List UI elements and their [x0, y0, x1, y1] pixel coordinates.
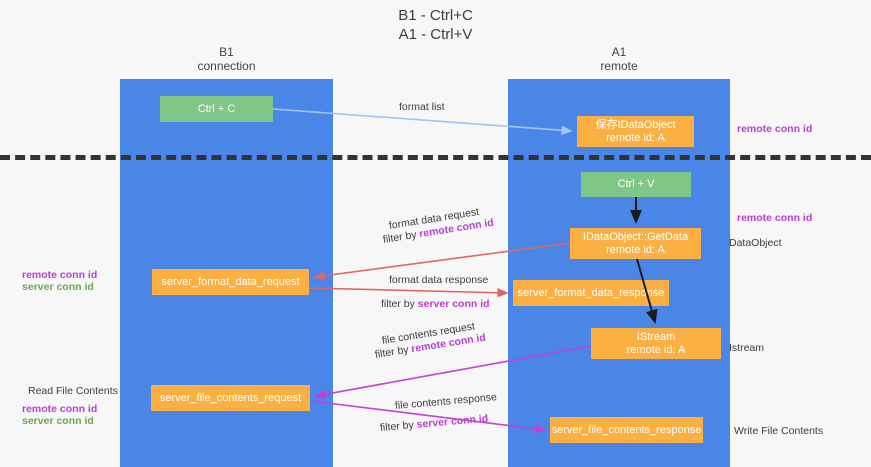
title-line-2: A1 - Ctrl+V: [398, 26, 473, 43]
annotation-left-server-conn-id-1: server conn id: [22, 281, 94, 293]
annotation-right-write-file-contents: Write File Contents: [734, 425, 824, 437]
highlight-server-conn-id: server conn id: [416, 412, 489, 431]
filter-by-text: filter by: [381, 298, 418, 310]
annotation-right-remote-conn-id-2: remote conn id: [737, 212, 813, 224]
node-getdata-label: IDataObject::GetData: [582, 230, 689, 243]
edge-label-format-list: format list: [399, 101, 445, 113]
node-ctrl-c-label: Ctrl + C: [197, 102, 236, 115]
annotation-right-istream: Istream: [729, 342, 765, 354]
node-istream-sublabel: remote id: A: [626, 343, 686, 356]
node-server-format-data-request[interactable]: server_format_data_request: [152, 269, 309, 295]
node-idataobject-label: 保存IDataObject: [595, 118, 676, 131]
node-istream-label: IStream: [636, 330, 676, 343]
lane-header-a1-line1: A1: [611, 45, 627, 59]
annotation-left-remote-conn-id-1: remote conn id: [22, 269, 98, 281]
lane-header-a1: A1 remote: [508, 45, 730, 73]
node-server-format-data-response[interactable]: server_format_data_response: [513, 280, 669, 306]
lane-header-b1-line2: connection: [197, 59, 256, 73]
node-sfc-response-label: server_file_contents_response: [551, 423, 702, 436]
node-idataobject-sublabel: remote id: A: [606, 131, 665, 144]
edge-label-file-contents-response-filter: filter by server conn id: [379, 413, 488, 434]
lane-header-b1-line1: B1: [219, 45, 234, 59]
edge-label-file-contents-response: file contents response: [394, 391, 498, 412]
lane-header-a1-line2: remote: [600, 59, 638, 73]
filter-by-text: filter by: [379, 418, 418, 434]
node-sfc-request-label: server_file_contents_request: [159, 391, 302, 404]
filter-by-text: filter by: [374, 343, 413, 361]
annotation-left-read-file-contents: Read File Contents: [28, 385, 118, 397]
node-server-file-contents-response[interactable]: server_file_contents_response: [550, 417, 703, 443]
node-server-file-contents-request[interactable]: server_file_contents_request: [151, 385, 310, 411]
node-idataobject-getdata[interactable]: IDataObject::GetData remote id: A: [570, 228, 701, 259]
lane-header-b1: B1 connection: [120, 45, 333, 73]
annotation-right-dataobject: DataObject: [729, 237, 782, 249]
title-line-1: B1 - Ctrl+C: [398, 7, 473, 24]
arrow-format-data-response: [308, 287, 509, 298]
page-title: B1 - Ctrl+C A1 - Ctrl+V: [0, 6, 871, 44]
edge-label-format-data-response: format data response: [389, 274, 489, 286]
annotation-left-server-conn-id-2: server conn id: [22, 415, 94, 427]
annotation-left-remote-conn-id-2: remote conn id: [22, 403, 98, 415]
phase-divider: [0, 155, 871, 160]
node-getdata-sublabel: remote id: A: [606, 243, 665, 256]
node-istream[interactable]: IStream remote id: A: [591, 328, 721, 359]
node-sfd-request-label: server_format_data_request: [161, 275, 300, 288]
node-ctrl-v[interactable]: Ctrl + V: [581, 172, 691, 197]
filter-by-text: filter by: [382, 228, 421, 246]
node-sfd-response-label: server_format_data_response: [517, 286, 665, 299]
node-idataobject[interactable]: 保存IDataObject remote id: A: [577, 116, 694, 147]
node-ctrl-v-label: Ctrl + V: [617, 178, 655, 190]
edge-label-format-data-response-filter: filter by server conn id: [381, 298, 490, 310]
highlight-server-conn-id: server conn id: [417, 298, 490, 310]
node-ctrl-c[interactable]: Ctrl + C: [160, 96, 273, 122]
annotation-right-remote-conn-id-1: remote conn id: [737, 123, 813, 135]
